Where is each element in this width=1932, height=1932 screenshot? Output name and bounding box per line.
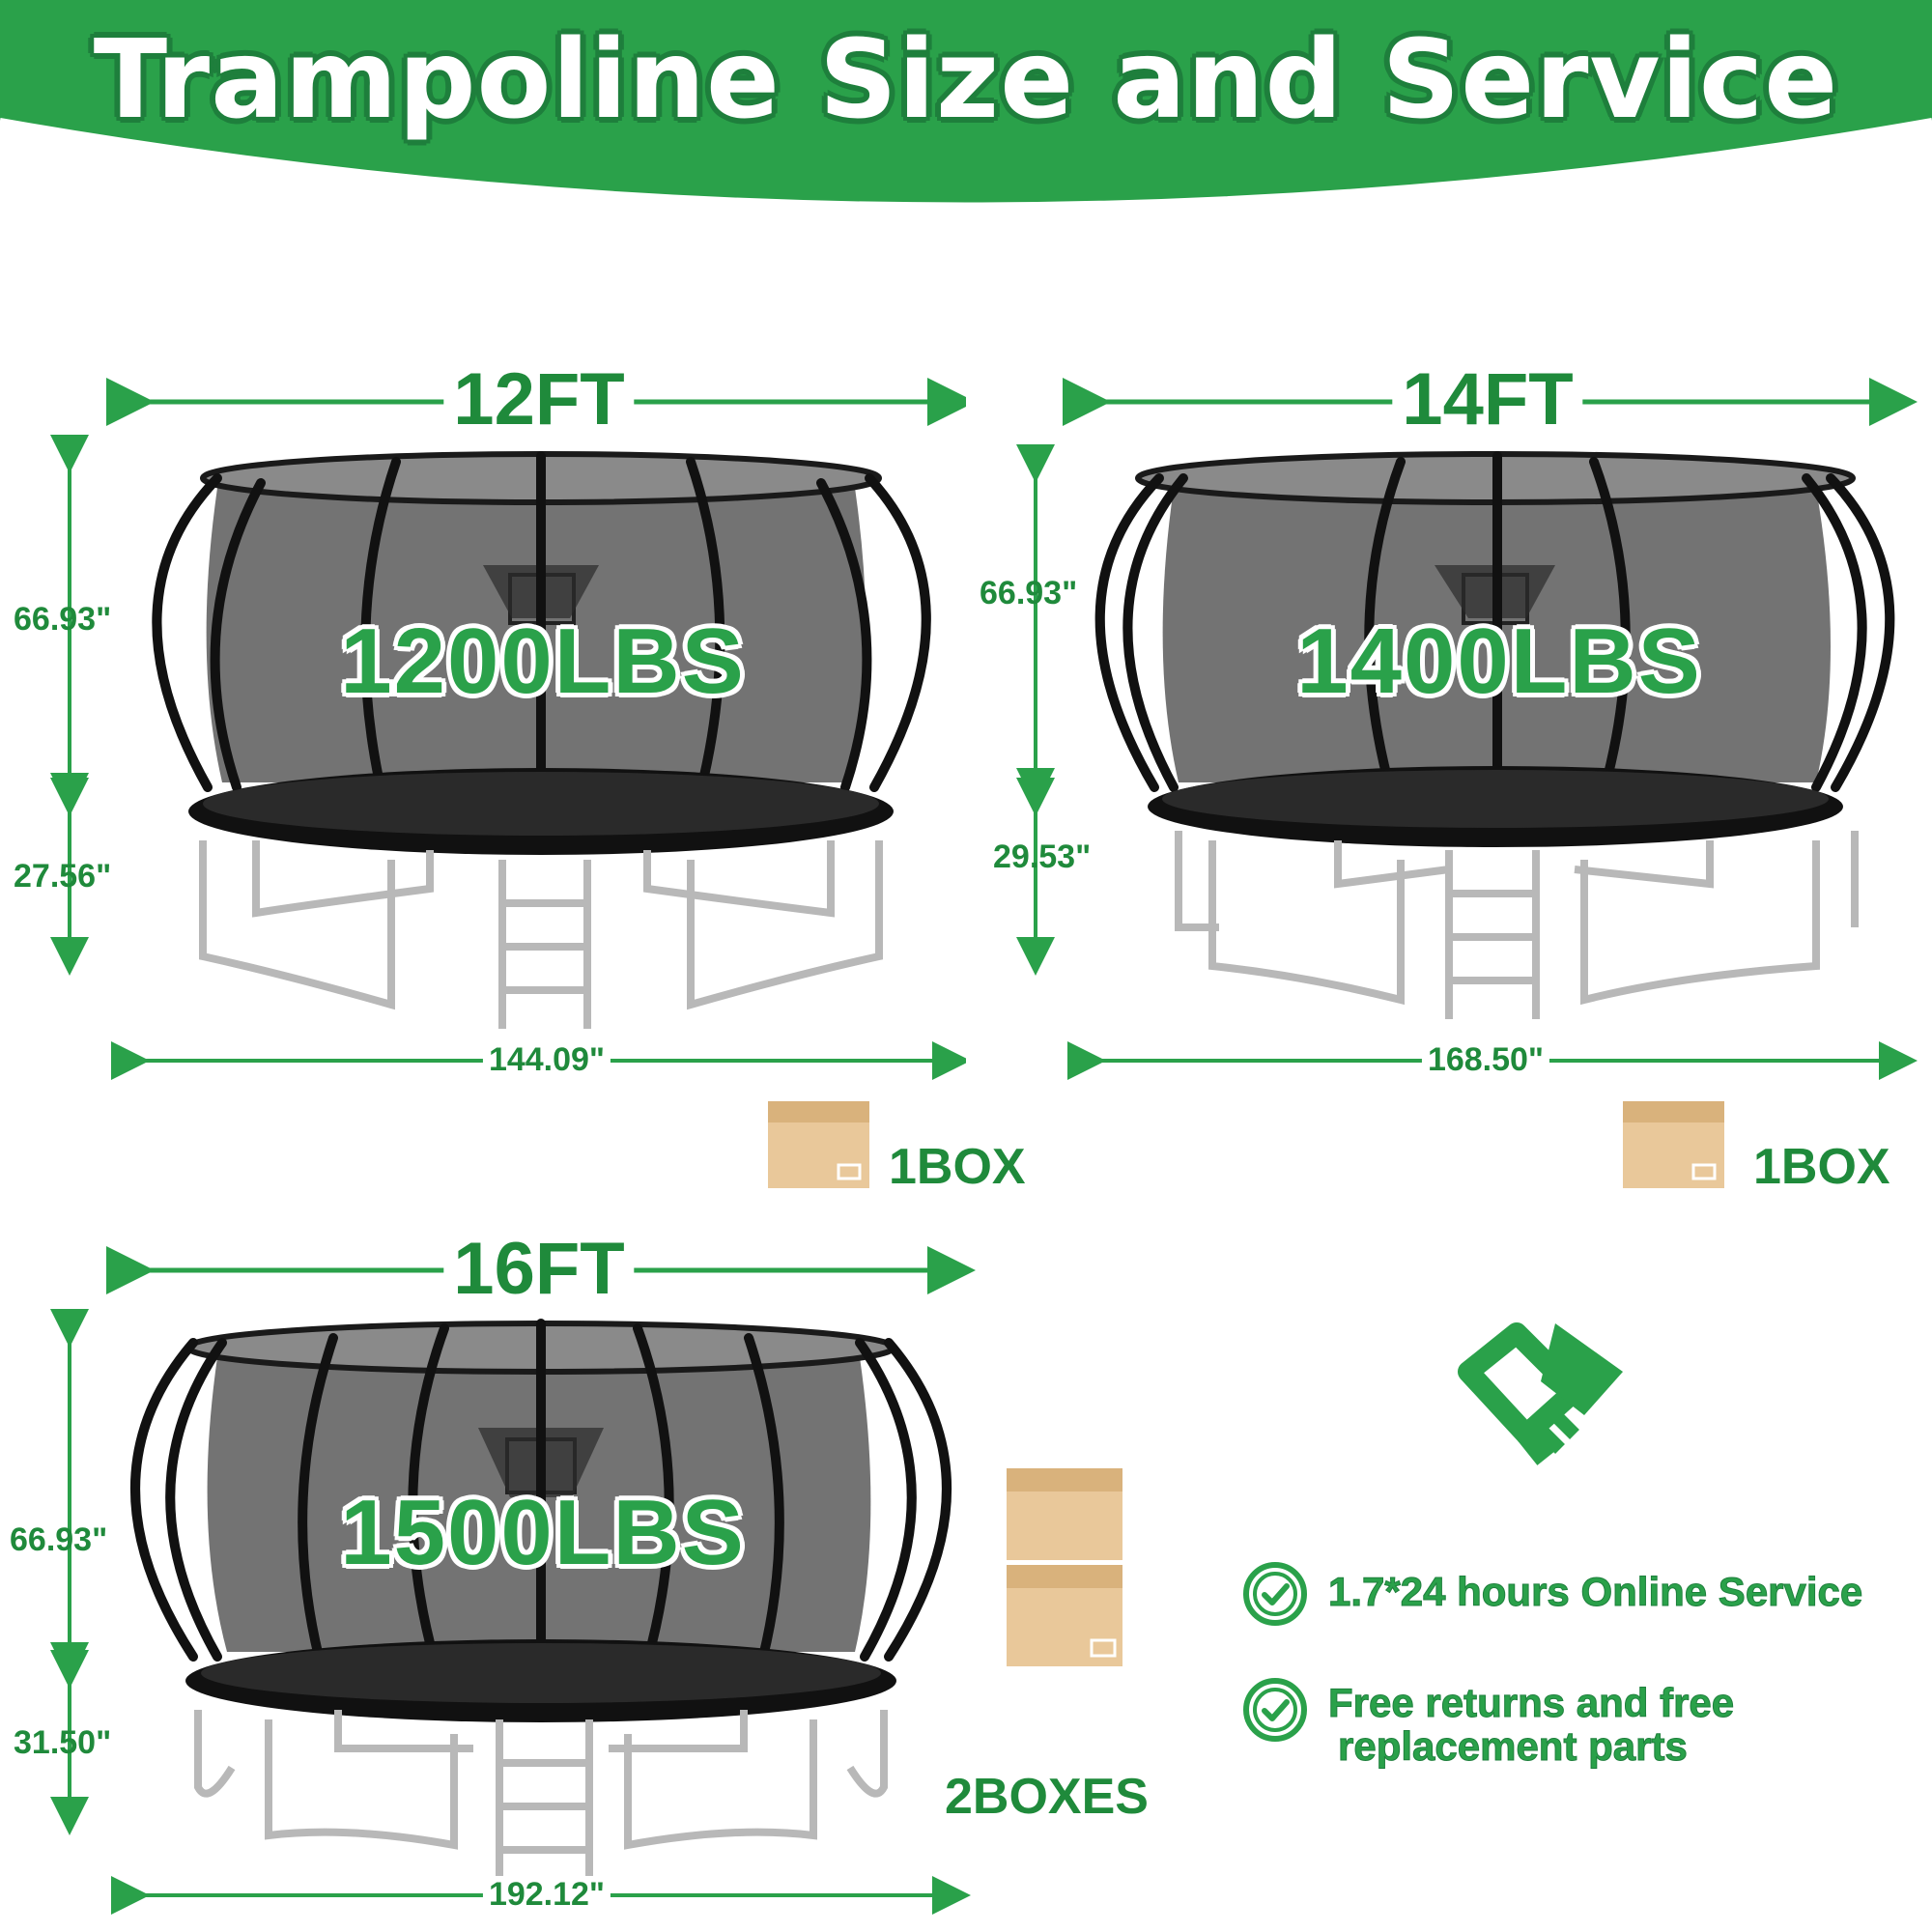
trampoline-panel-14ft: 14FT 66.93" 29.53" 168.50" 1400LBS 1BOX: [966, 0, 1932, 1208]
width-12ft: 144.09": [482, 1041, 611, 1079]
box-count-12ft: 1BOX: [889, 1139, 1026, 1195]
size-label-16ft: 16FT: [443, 1227, 635, 1311]
leg-height-16ft: 31.50": [14, 1724, 112, 1761]
service-text-online: 1.7*24 hours Online Service: [1327, 1569, 1863, 1614]
box-count-16ft: 2BOXES: [945, 1769, 1149, 1825]
box-icon: [1623, 1101, 1724, 1188]
load-capacity-14ft: 1400LBS: [1296, 610, 1702, 713]
load-capacity-16ft: 1500LBS: [340, 1481, 746, 1584]
enclosure-height-16ft: 66.93": [10, 1521, 108, 1558]
enclosure-height-12ft: 66.93": [14, 601, 112, 638]
enclosure-height-14ft: 66.93": [980, 575, 1078, 611]
check-circle-icon: [1243, 1678, 1307, 1742]
trampoline-14ft-drawing: [1016, 378, 1918, 1188]
service-text-returns-line2: replacement parts: [1338, 1723, 1689, 1769]
box-icon: [768, 1101, 869, 1188]
width-14ft: 168.50": [1421, 1041, 1550, 1079]
box-stack-icon: [1007, 1468, 1122, 1666]
service-text-returns-line1: Free returns and free: [1327, 1680, 1735, 1725]
trampoline-panel-16ft: 16FT 66.93" 31.50" 192.12" 1500LBS 2BOXE…: [0, 1208, 1159, 1932]
handshake-icon: [1458, 1322, 1623, 1465]
box-count-14ft: 1BOX: [1753, 1139, 1890, 1195]
size-label-14ft: 14FT: [1392, 357, 1583, 441]
service-panel: 1.7*24 hours Online Service Free returns…: [1159, 1208, 1932, 1932]
leg-height-14ft: 29.53": [993, 838, 1092, 875]
size-label-12ft: 12FT: [443, 357, 635, 441]
header-banner: [0, 0, 1932, 209]
page-title: Trampoline Size and Service: [93, 17, 1839, 143]
leg-height-12ft: 27.56": [14, 858, 112, 895]
trampoline-panel-12ft: 12FT 66.93" 27.56" 144.09" 1200LBS 1BOX: [0, 0, 1026, 1208]
check-circle-icon: [1243, 1562, 1307, 1626]
width-16ft: 192.12": [482, 1876, 611, 1914]
load-capacity-12ft: 1200LBS: [340, 610, 746, 713]
trampoline-12ft-drawing: [50, 378, 966, 1188]
trampoline-16ft-drawing: [50, 1246, 1122, 1915]
